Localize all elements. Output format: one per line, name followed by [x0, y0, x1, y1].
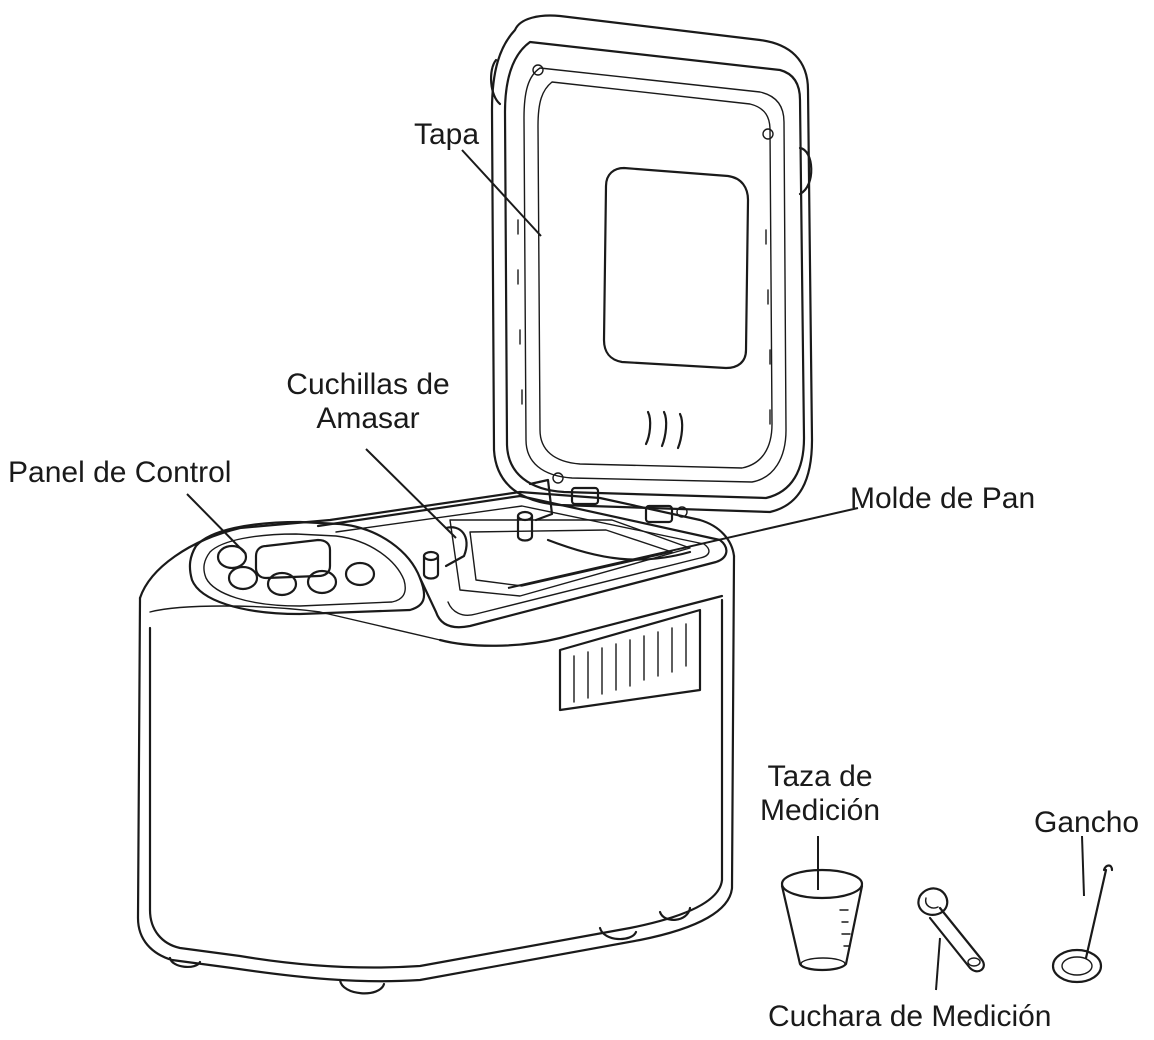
lid-label: Tapa [414, 118, 480, 151]
control-panel-leader-line [186, 493, 247, 555]
measuring-spoon-drawing [917, 887, 985, 973]
measuring-cup-label-line2: Medición [759, 794, 881, 827]
control-panel-label: Panel de Control [8, 456, 232, 489]
kneading-blades-leader-line [365, 448, 457, 539]
body-drawing [136, 478, 736, 995]
measuring-spoon-leader-line [935, 937, 941, 991]
hook-label: Gancho [1034, 806, 1140, 839]
measuring-cup-label-line1: Taza de [767, 760, 873, 793]
measuring-cup-label: Taza de Medición [740, 760, 900, 828]
measuring-spoon-label: Cuchara de Medición [768, 1000, 1052, 1033]
lid-drawing [490, 14, 814, 524]
kneading-blades-label-line1: Cuchillas de [286, 368, 450, 401]
bread-pan-label: Molde de Pan [850, 482, 1036, 515]
leader-lines [186, 149, 1085, 991]
measuring-cup-drawing [780, 868, 864, 972]
kneading-blades-label-line2: Amasar [316, 402, 420, 435]
kneading-blades-label: Cuchillas de Amasar [268, 368, 468, 436]
lid-leader-line [461, 149, 542, 237]
bread-pan-leader-line [507, 507, 859, 589]
hook-leader-line [1081, 835, 1085, 897]
hook-drawing [1051, 864, 1114, 984]
